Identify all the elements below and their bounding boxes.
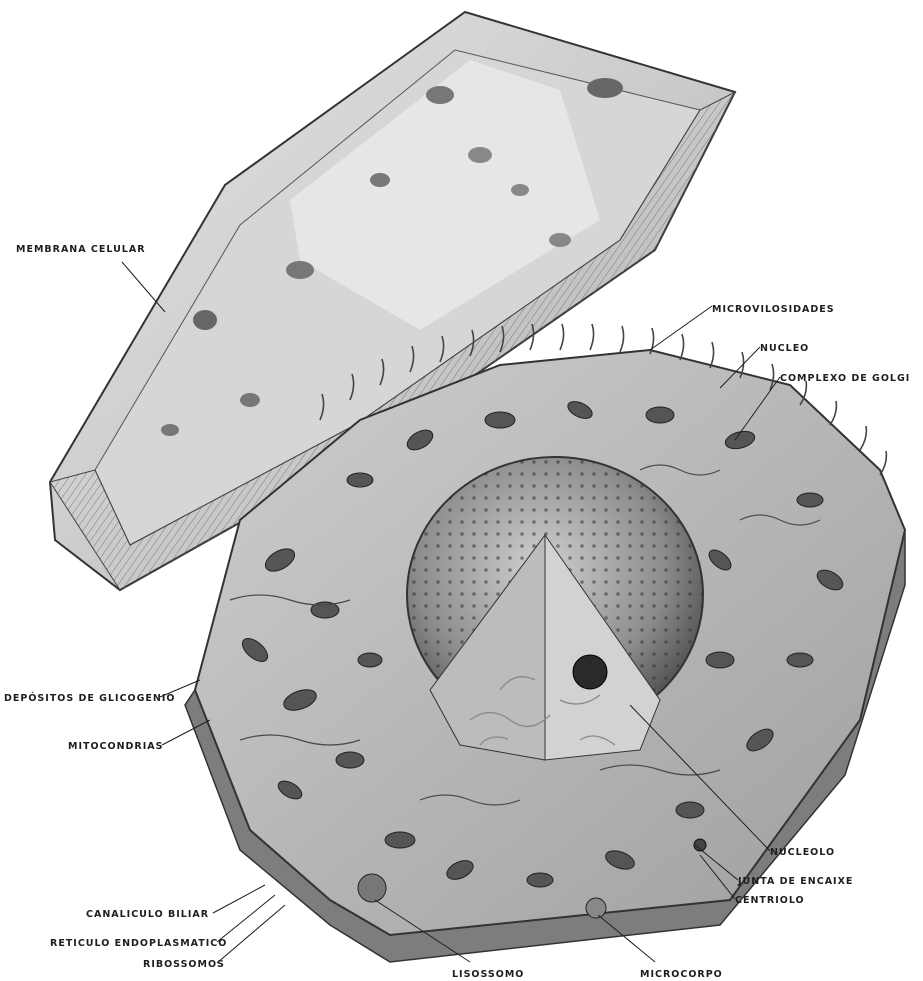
lid-organelle [468, 147, 492, 163]
label-junta-de-encaixe: JUNTA DE ENCAIXE [737, 876, 853, 887]
lid-organelle [511, 184, 529, 196]
label-ribossomos: RIBOSSOMOS [143, 959, 225, 970]
mitochondrion [347, 473, 373, 487]
label-nucleolo: NUCLEOLO [770, 847, 835, 858]
leader-line [650, 306, 712, 350]
lid-organelle [549, 233, 571, 247]
label-complexo-de-golgi: COMPLEXO DE GOLGI [780, 373, 910, 384]
label-microvilosidades: MICROVILOSIDADES [712, 304, 835, 315]
lid-organelle [240, 393, 260, 407]
label-depositos-de-glicogenio: DEPÓSITOS DE GLICOGENIO [4, 692, 175, 704]
microbody [586, 898, 606, 918]
mitochondrion [676, 802, 704, 818]
lid-organelle [286, 261, 314, 279]
leader-line [122, 262, 165, 312]
mitochondrion [787, 653, 813, 667]
mitochondrion [706, 652, 734, 668]
lid-organelle [370, 173, 390, 187]
label-mitocondrias: MITOCONDRIAS [68, 741, 163, 752]
lid-organelle [426, 86, 454, 104]
label-nucleo: NUCLEO [760, 343, 809, 354]
mitochondrion [797, 493, 823, 507]
label-canaliculo-biliar: CANALICULO BILIAR [86, 909, 209, 920]
lysosome [358, 874, 386, 902]
mitochondrion [646, 407, 674, 423]
mitochondrion [485, 412, 515, 428]
mitochondrion [527, 873, 553, 887]
leader-line [217, 895, 275, 942]
lid-organelle [161, 424, 179, 436]
mitochondrion [358, 653, 382, 667]
lid-organelle [587, 78, 623, 98]
lid-organelle [193, 310, 217, 330]
label-lisossomo: LISOSSOMO [452, 969, 524, 980]
label-microcorpo: MICROCORPO [640, 969, 723, 980]
label-centriolo: CENTRIOLO [735, 895, 805, 906]
label-reticulo-endoplasmatico: RETICULO ENDOPLASMATICO [50, 938, 227, 949]
nucleolus [573, 655, 607, 689]
label-membrana-celular: MEMBRANA CELULAR [16, 244, 146, 255]
mitochondrion [336, 752, 364, 768]
mitochondrion [385, 832, 415, 848]
